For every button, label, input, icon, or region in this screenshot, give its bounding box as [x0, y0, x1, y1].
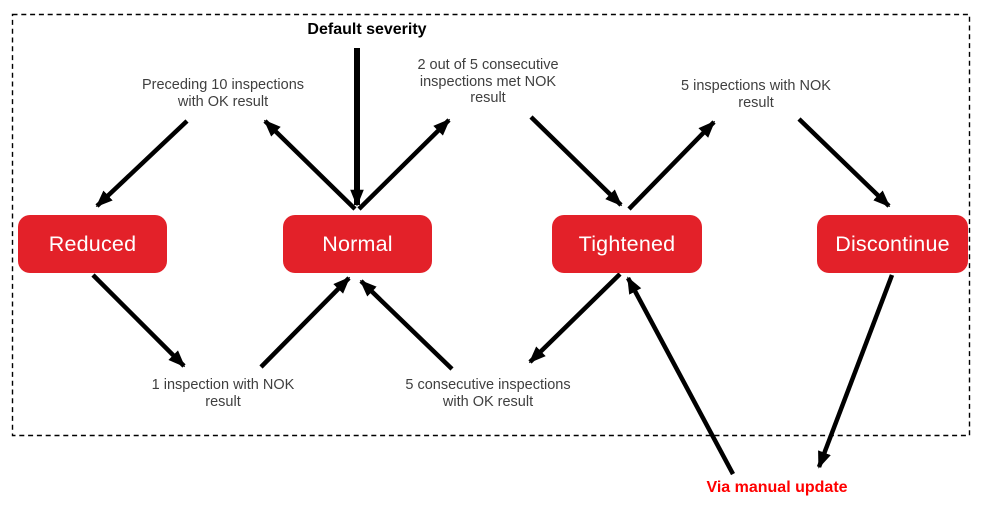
dashed-boundary: [11, 13, 971, 437]
arrow-reduced-to-one-nok-label: [91, 273, 186, 368]
arrow-manual-update-to-tightened: [626, 276, 735, 476]
transition-label-preceding-ok: Preceding 10 inspections with OK result: [141, 77, 305, 110]
arrow-two-of-five-label-to-tightened: [529, 115, 623, 207]
arrow-tightened-to-five-nok-label: [627, 120, 716, 211]
arrow-normal-to-preceding-label: [263, 119, 357, 211]
transition-label-one-nok: 1 inspection with NOK result: [151, 377, 295, 410]
state-node-discontinue: Discontinue: [817, 215, 968, 273]
via-manual-update-label: Via manual update: [706, 479, 848, 496]
arrow-discontinue-to-manual-update: [816, 274, 895, 469]
arrow-five-ok-label-to-normal: [359, 279, 454, 371]
arrow-tightened-to-five-ok-label: [528, 272, 622, 364]
state-node-reduced: Reduced: [18, 215, 167, 273]
transition-label-five-nok: 5 inspections with NOK result: [681, 78, 831, 111]
arrow-one-nok-label-to-normal: [259, 276, 351, 369]
state-node-tightened: Tightened: [552, 215, 702, 273]
state-node-normal: Normal: [283, 215, 432, 273]
transition-label-five-ok: 5 consecutive inspections with OK result: [405, 377, 571, 410]
transition-label-two-of-five-nok: 2 out of 5 consecutive inspections met N…: [417, 57, 559, 106]
arrow-normal-to-two-of-five-label: [357, 118, 451, 211]
arrow-preceding-label-to-reduced: [95, 119, 189, 208]
arrow-five-nok-label-to-discontinue: [797, 117, 891, 208]
default-severity-label: Default severity: [307, 21, 427, 38]
